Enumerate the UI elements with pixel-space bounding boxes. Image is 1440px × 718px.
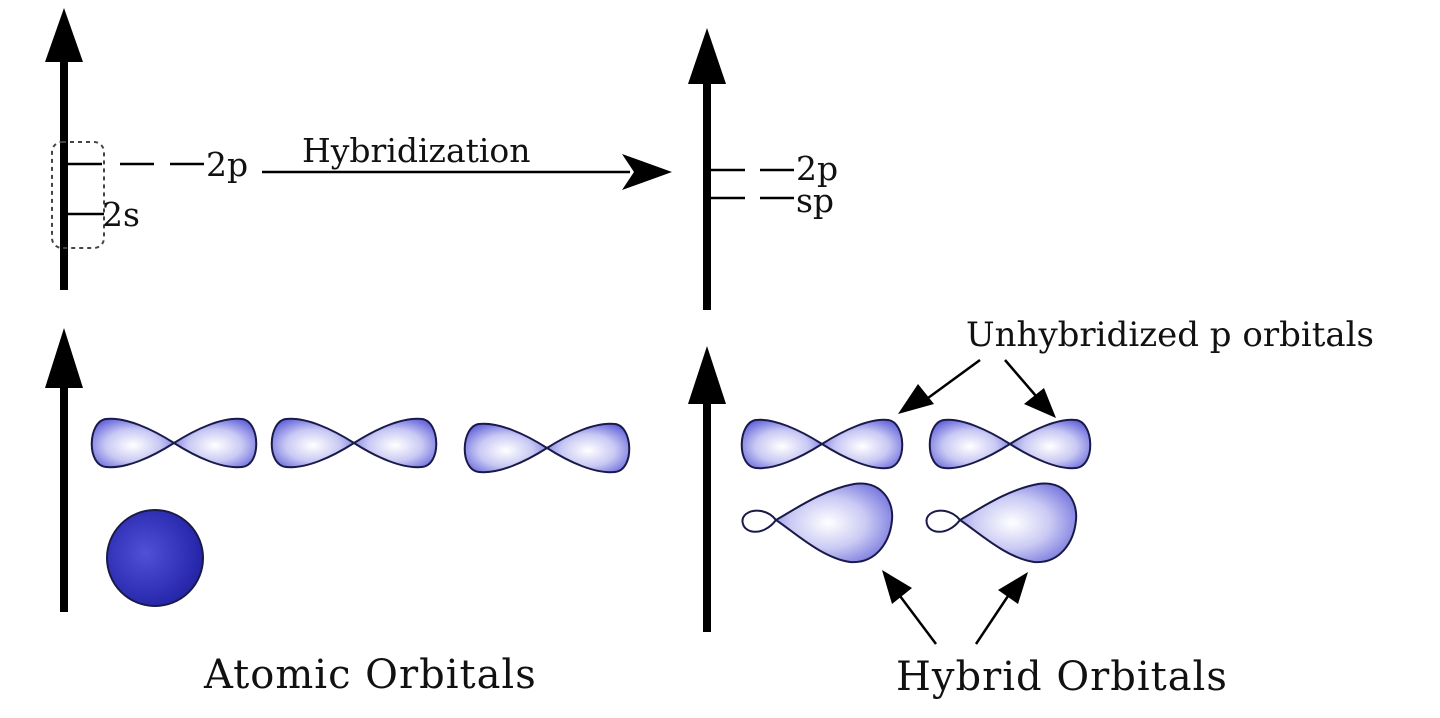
level-2p-hybrid-label: 2p [796, 149, 838, 188]
pointer-arrow-icon [898, 384, 934, 414]
up-arrow-icon [688, 346, 726, 404]
atomic-orbitals-label: Atomic Orbitals [203, 652, 537, 698]
hybrid-orbitals-label: Hybrid Orbitals [896, 654, 1228, 700]
hybrid-energy-levels: 2p sp [711, 149, 838, 220]
sp-hybrid-orbital-2 [925, 482, 1078, 564]
level-2s-label: 2s [102, 195, 140, 234]
hybridization-arrow: Hybridization [262, 131, 672, 190]
unhybridized-p-orbital-1 [740, 418, 904, 470]
atomic-energy-levels: 2p 2s [51, 141, 248, 249]
pointer-arrow-icon [1024, 388, 1056, 418]
energy-axis-atomic [45, 8, 83, 290]
hybrid-pointer-arrows [882, 570, 1028, 645]
up-arrow-icon [688, 28, 726, 84]
hybridization-label: Hybridization [302, 131, 531, 170]
level-2p-atomic-label: 2p [206, 145, 248, 184]
p-orbital-z [463, 422, 631, 474]
s-orbital [106, 509, 204, 607]
orbital-axis-hybrid [688, 346, 726, 632]
sp-hybrid-orbital-1 [741, 482, 894, 564]
level-sp-label: sp [796, 181, 834, 220]
p-orbital-x [90, 417, 258, 469]
up-arrow-icon [45, 328, 83, 388]
atomic-p-orbitals [90, 417, 631, 474]
sp-hybrid-orbitals [741, 482, 1078, 564]
energy-axis-hybrid [688, 28, 726, 310]
unhybridized-p-orbitals [740, 418, 1092, 470]
valence-shell-box [51, 141, 105, 249]
pointer-arrow-icon [882, 570, 912, 604]
pointer-arrow-icon [998, 572, 1028, 604]
unhybridized-p-orbital-2 [928, 418, 1092, 470]
p-orbital-y [270, 417, 438, 469]
unhybridized-pointer-arrows [898, 358, 1056, 418]
right-arrow-icon [622, 154, 672, 190]
up-arrow-icon [45, 8, 83, 62]
orbital-axis-atomic [45, 328, 83, 612]
unhybridized-label: Unhybridized p orbitals [966, 315, 1374, 355]
